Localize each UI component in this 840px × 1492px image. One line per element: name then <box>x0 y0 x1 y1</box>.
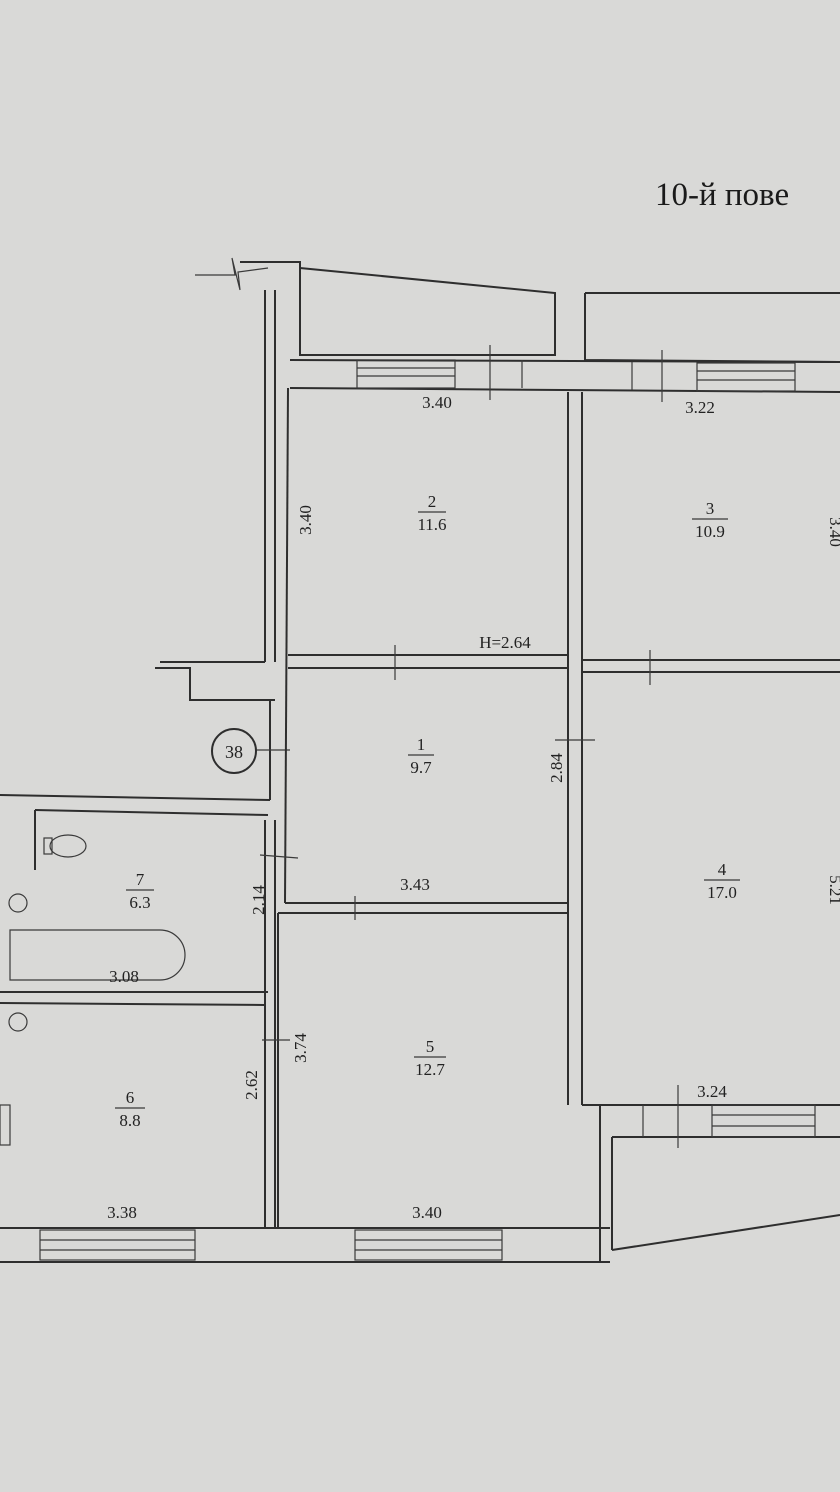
dim-room6-width: 3.38 <box>107 1203 137 1222</box>
corridor-walls <box>0 290 290 801</box>
sink-icon <box>8 1012 28 1032</box>
dim-room5-height: 3.74 <box>291 1033 310 1063</box>
stove-icon <box>0 1104 11 1146</box>
svg-text:1: 1 <box>417 735 426 754</box>
bathroom-fixtures <box>0 834 186 1146</box>
dim-room3-width: 3.22 <box>685 398 715 417</box>
exterior-wall-bottom <box>0 1105 610 1263</box>
dim-room4-height: 5.21 <box>826 875 840 905</box>
svg-text:10.9: 10.9 <box>695 522 725 541</box>
bottom-balcony <box>582 1085 840 1251</box>
toilet-icon <box>49 834 87 858</box>
svg-text:38: 38 <box>225 742 243 762</box>
room-4: 417.0 <box>704 860 740 902</box>
svg-text:12.7: 12.7 <box>415 1060 445 1079</box>
dim-room1-width: 3.43 <box>400 875 430 894</box>
dim-room7-width: 3.08 <box>109 967 139 986</box>
svg-text:6.3: 6.3 <box>129 893 150 912</box>
svg-text:17.0: 17.0 <box>707 883 737 902</box>
room-7: 76.3 <box>126 870 154 912</box>
room-6: 68.8 <box>115 1088 145 1130</box>
sink-icon <box>8 893 28 913</box>
room-2: 211.6 <box>417 492 446 534</box>
svg-text:11.6: 11.6 <box>417 515 446 534</box>
exterior-wall-top <box>289 345 840 402</box>
svg-text:9.7: 9.7 <box>410 758 432 777</box>
svg-text:4: 4 <box>718 860 727 879</box>
dim-room7-height: 2.14 <box>249 885 268 915</box>
floor-title: 10-й пове <box>655 177 789 213</box>
ceiling-height: H=2.64 <box>479 633 531 652</box>
top-balcony <box>195 257 840 363</box>
bathtub-icon <box>9 929 186 981</box>
room-labels: 211.6 310.9 19.7 417.0 512.7 68.8 76.3 H… <box>115 492 740 1130</box>
svg-text:2: 2 <box>428 492 437 511</box>
dim-room2-height: 3.40 <box>296 505 315 535</box>
dim-room6-height: 2.62 <box>242 1070 261 1100</box>
room-5: 512.7 <box>414 1037 446 1079</box>
svg-text:6: 6 <box>126 1088 135 1107</box>
dimension-labels: 3.40 3.22 3.40 3.40 3.43 2.84 3.24 5.21 … <box>107 393 840 1222</box>
svg-text:8.8: 8.8 <box>119 1111 140 1130</box>
svg-text:7: 7 <box>136 870 145 889</box>
svg-text:3: 3 <box>706 499 715 518</box>
dim-room4-width: 3.24 <box>697 1082 727 1101</box>
dim-room3-height: 3.40 <box>826 517 840 547</box>
interior-walls <box>0 387 840 1228</box>
svg-text:5: 5 <box>426 1037 435 1056</box>
dim-room2-width: 3.40 <box>422 393 452 412</box>
dim-room5-width: 3.40 <box>412 1203 442 1222</box>
dim-room1-height: 2.84 <box>547 753 566 783</box>
room-1: 19.7 <box>408 735 434 777</box>
apartment-number-marker: 38 <box>211 728 257 774</box>
room-3: 310.9 <box>692 499 728 541</box>
